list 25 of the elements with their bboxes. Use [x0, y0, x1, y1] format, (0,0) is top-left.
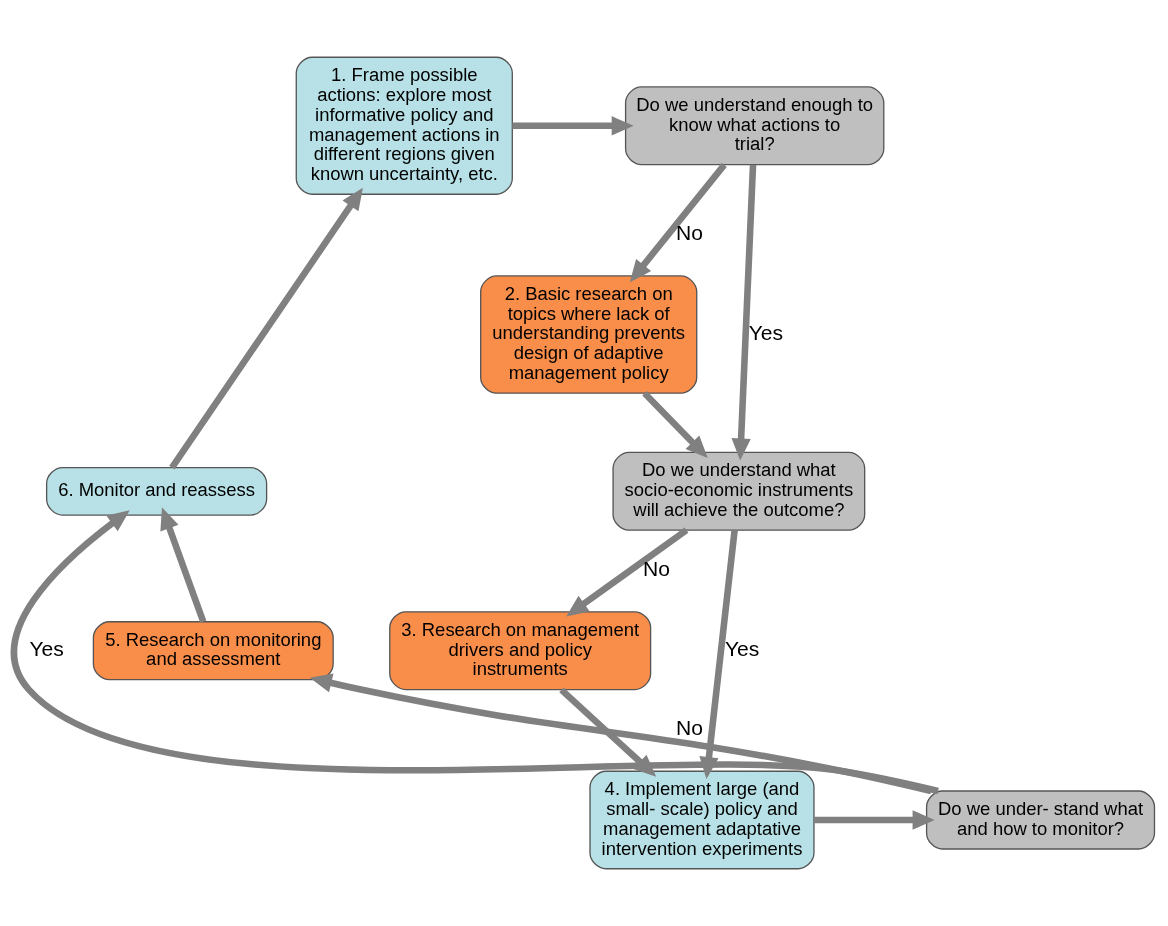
node-box: 1. Frame possible actions: explore most informative policy and management actions in different regions given known uncertainty, etc.: [295, 56, 513, 195]
arrow: [309, 673, 932, 795]
node-box: Do we under- stand what and how to monitor?: [925, 790, 1156, 850]
node-box: Do we understand what socio-economic instruments will achieve the outcome?: [612, 451, 866, 531]
arrow: [169, 187, 363, 470]
node-box: 3. Research on management drivers and policy instruments: [389, 611, 652, 691]
arrow: [814, 810, 935, 830]
arrow: [512, 116, 634, 136]
edge-label: No: [643, 557, 671, 581]
node-box: 2. Basic research on topics where lack of understanding prevents design of adaptive management policy: [480, 275, 698, 394]
node-box: 5. Research on monitoring and assessment: [92, 621, 334, 681]
node-box: 6. Monitor and reassess: [45, 466, 268, 516]
arrow: [629, 162, 727, 283]
arrow: [11, 510, 939, 795]
arrow: [566, 527, 689, 617]
node-box: Do we understand enough to know what actions to trial?: [624, 86, 885, 166]
edge-label: No: [676, 716, 703, 740]
edge-label: Yes: [748, 320, 784, 344]
arrow: [642, 390, 708, 459]
arrow: [160, 507, 207, 623]
arrow: [731, 164, 757, 461]
edge-label: Yes: [724, 636, 760, 660]
node-box: 4. Implement large (and small- scale) policy and management adaptative intervention experiments: [589, 770, 815, 870]
edge-label: Yes: [29, 636, 64, 660]
edge-label: No: [676, 221, 703, 245]
